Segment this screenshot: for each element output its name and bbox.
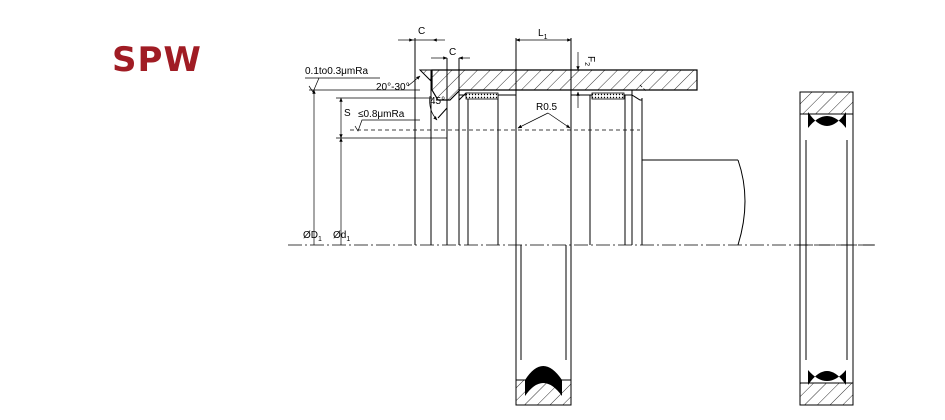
dimension-l1: L1 — [515, 28, 572, 42]
dimension-c-mid: C — [431, 47, 470, 60]
label-d1-big: ØD1 — [303, 230, 322, 243]
label-roughness-bottom: ≤0.8μmRa — [358, 109, 405, 120]
label-f2: F2 — [583, 56, 596, 66]
label-s: S — [344, 108, 351, 119]
label-d1-small: Ød1 — [333, 230, 350, 243]
dimension-inner-diameter: Ød1 — [333, 137, 350, 245]
seal-front-view — [797, 91, 875, 406]
seal-lower-half-view — [515, 245, 572, 406]
piston-body — [350, 38, 697, 245]
dimension-outer-diameter: ØD1 — [303, 89, 322, 245]
label-angle: 20°-30° — [376, 82, 410, 93]
label-c-mid: C — [449, 47, 456, 58]
seal-section-left — [465, 92, 499, 100]
label-c-top: C — [418, 26, 425, 37]
product-code: SPW — [112, 40, 202, 80]
radius-callout: R0.5 — [517, 102, 571, 129]
dimension-c-top: C — [398, 26, 445, 42]
rod-end — [642, 159, 746, 246]
label-l1: L1 — [538, 28, 548, 41]
housing — [418, 69, 698, 101]
label-roughness-top: 0.1to0.3μmRa — [305, 66, 368, 77]
dimension-f2: F2 — [576, 52, 596, 108]
seal-section-right — [591, 92, 625, 100]
roughness-symbol-bottom: ≤0.8μmRa — [354, 109, 420, 132]
roughness-symbol-top: 0.1to0.3μmRa — [305, 66, 380, 93]
label-radius: R0.5 — [536, 102, 558, 113]
dimension-s: S — [339, 97, 351, 139]
label-chamfer-angle: 45° — [430, 96, 445, 107]
